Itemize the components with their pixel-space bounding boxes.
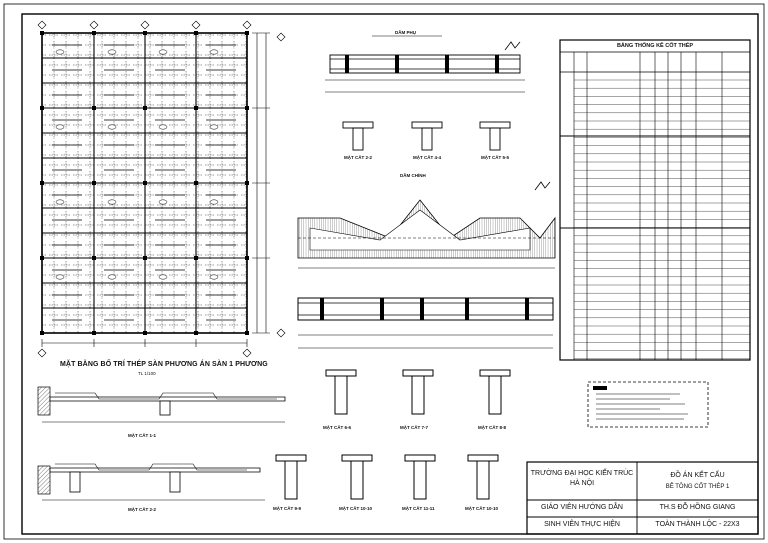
student-label: SINH VIÊN THỰC HIỆN bbox=[544, 521, 620, 528]
section-label-4-4: MẶT CẮT 4-4 bbox=[413, 155, 441, 160]
main-beam-title: DẦM CHÍNH bbox=[400, 173, 426, 178]
slab-section-label-1-1: MẶT CẮT 1-1 bbox=[128, 433, 156, 438]
section-label-10-10-b: MẶT CẮT 10-10 bbox=[465, 506, 499, 511]
beam-cross-sections-top bbox=[342, 121, 511, 151]
student-name: TOÀN THÀNH LỘC - 22X3 bbox=[655, 521, 740, 528]
supervisor-label: GIÁO VIÊN HƯỚNG DẪN bbox=[541, 504, 623, 511]
main-beam-elevation bbox=[297, 181, 556, 349]
section-label-10-10-a: MẶT CẮT 10-10 bbox=[339, 506, 373, 511]
section-label-6-6: MẶT CẮT 6-6 bbox=[323, 425, 351, 430]
section-label-8-8: MẶT CẮT 8-8 bbox=[478, 425, 506, 430]
supervisor-name: TH.S ĐỖ HỒNG GIANG bbox=[659, 504, 736, 511]
project-title-line2: BÊ TÔNG CỐT THÉP 1 bbox=[665, 484, 730, 490]
slab-rebar-plan bbox=[37, 20, 286, 358]
project-title-line1: ĐỒ ÁN KẾT CẤU bbox=[670, 472, 725, 479]
rebar-schedule-table bbox=[559, 39, 751, 361]
slab-sections bbox=[37, 386, 286, 501]
table-title: BẢNG THỐNG KÊ CỐT THÉP bbox=[616, 43, 694, 49]
plan-scale: TL 1/100 bbox=[138, 371, 156, 376]
section-label-9-9: MẶT CẮT 9-9 bbox=[273, 506, 301, 511]
section-label-7-7: MẶT CẮT 7-7 bbox=[400, 425, 428, 430]
section-label-5-5: MẶT CẮT 5-5 bbox=[481, 155, 509, 160]
school-name-line1: TRƯỜNG ĐẠI HỌC KIẾN TRÚC bbox=[530, 470, 634, 477]
title-block-frame bbox=[526, 461, 759, 535]
section-label-2-2: MẶT CẮT 2-2 bbox=[344, 155, 372, 160]
secondary-beam-title: DẦM PHỤ bbox=[395, 30, 416, 35]
slab-section-label-2-2: MẶT CẮT 2-2 bbox=[128, 507, 156, 512]
section-label-11-11: MẶT CẮT 11-11 bbox=[402, 506, 435, 511]
beam-cross-sections-bottom bbox=[275, 369, 511, 500]
notes-box bbox=[587, 381, 709, 428]
secondary-beam-elevation bbox=[325, 35, 525, 93]
school-name-line2: HÀ NỘI bbox=[569, 480, 595, 487]
plan-title: MẶT BẰNG BỐ TRÍ THÉP SÀN PHƯƠNG ÁN SÀN 1… bbox=[60, 361, 268, 368]
